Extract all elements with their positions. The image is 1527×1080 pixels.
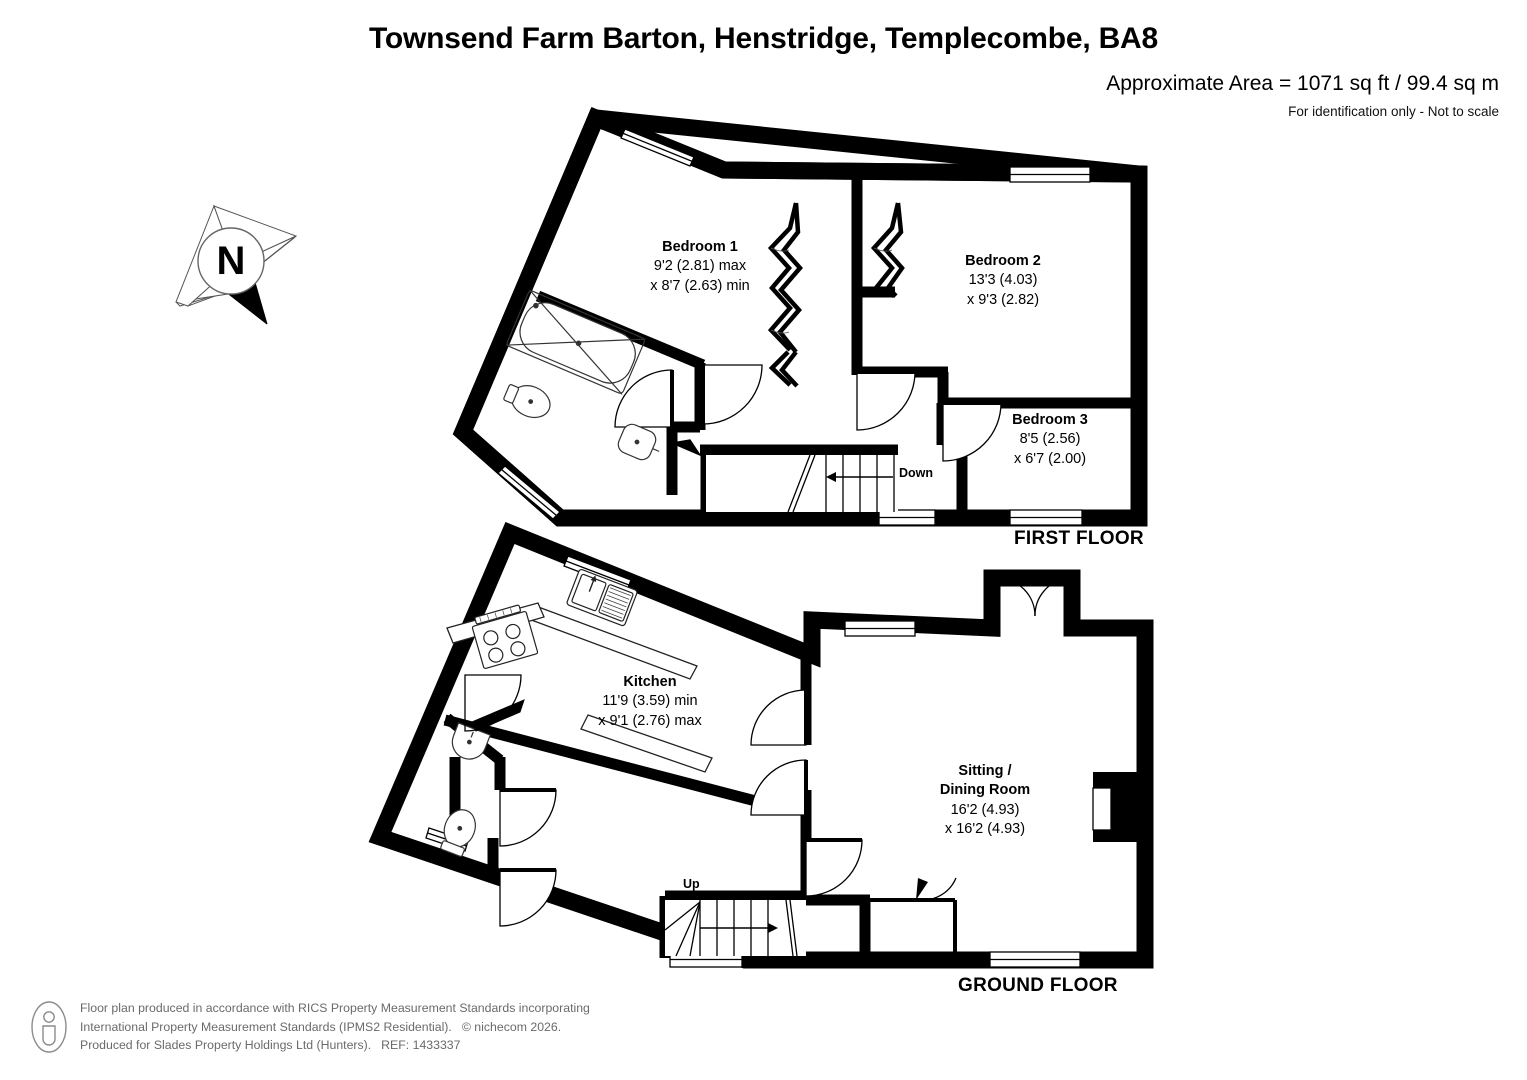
first-floor-wall-outline-angled bbox=[592, 110, 1140, 183]
room-dimension-2: x 16'2 (4.93) bbox=[944, 820, 1026, 837]
footer-line-2a: International Property Measurement Stand… bbox=[80, 1019, 452, 1034]
bathroom-fixtures-first-floor bbox=[503, 289, 660, 461]
room-dimension-1: 11'9 (3.59) min bbox=[602, 693, 698, 710]
room-label-bedroom-2: Bedroom 2 13'3 (4.03) x 9'3 (2.82) bbox=[928, 252, 1078, 310]
stair-direction-label-up: Up bbox=[683, 877, 700, 891]
room-dimension-2: x 9'1 (2.76) max bbox=[598, 712, 702, 729]
sink-icon bbox=[566, 568, 638, 627]
ground-floor-outline bbox=[368, 521, 1154, 969]
toilet-icon bbox=[503, 384, 551, 419]
room-name: Kitchen bbox=[623, 674, 677, 690]
fireplace-chimney-breast bbox=[1092, 772, 1137, 842]
first-floor-zigzag-partition-bedroom2 bbox=[870, 202, 905, 299]
cloakroom-basin-icon bbox=[451, 722, 492, 760]
footer-disclaimer-text: Floor plan produced in accordance with R… bbox=[80, 999, 590, 1055]
wc-fixtures-ground-floor bbox=[440, 722, 492, 857]
floor-caption-first: FIRST FLOOR bbox=[1014, 528, 1144, 549]
partition-hairlines bbox=[770, 247, 893, 334]
room-name: Bedroom 2 bbox=[965, 253, 1041, 269]
footer: Floor plan produced in accordance with R… bbox=[30, 999, 930, 1058]
stair-direction-label-down: Down bbox=[899, 466, 934, 480]
first-floor-door-leaves bbox=[670, 365, 1001, 427]
room-label-sitting-dining-room: Sitting / Dining Room 16'2 (4.93) x 16'2… bbox=[905, 762, 1065, 839]
first-floor-zigzag-partition-bedroom1-lower bbox=[768, 350, 799, 388]
bath-icon bbox=[506, 289, 646, 395]
cloakroom-toilet-icon bbox=[440, 809, 476, 857]
room-name-line-2: Dining Room bbox=[939, 782, 1031, 799]
room-dimension-2: x 9'3 (2.82) bbox=[966, 291, 1040, 308]
first-floor-staircase bbox=[706, 454, 898, 513]
room-dimension-1: 16'2 (4.93) bbox=[950, 801, 1020, 818]
footer-line-1: Floor plan produced in accordance with R… bbox=[80, 1001, 590, 1015]
footer-line-2: International Property Measurement Stand… bbox=[80, 1018, 590, 1037]
room-dimension-1: 9'2 (2.81) max bbox=[653, 258, 747, 275]
footer-line-3: Produced for Slades Property Holdings Lt… bbox=[80, 1036, 590, 1055]
kitchen-door-leaf bbox=[471, 699, 525, 732]
header: Townsend Farm Barton, Henstridge, Temple… bbox=[0, 0, 1527, 119]
room-label-kitchen: Kitchen 11'9 (3.59) min x 9'1 (2.76) max bbox=[580, 673, 720, 731]
kitchen-appliances bbox=[471, 568, 638, 669]
room-name: Bedroom 3 bbox=[1012, 412, 1088, 428]
compass-north-label: N bbox=[217, 239, 246, 283]
room-dimension-2: x 6'7 (2.00) bbox=[1013, 450, 1087, 467]
ground-floor-outer-walls bbox=[380, 533, 1145, 960]
room-label-bedroom-1: Bedroom 1 9'2 (2.81) max x 8'7 (2.63) mi… bbox=[620, 238, 780, 296]
room-label-bedroom-3: Bedroom 3 8'5 (2.56) x 6'7 (2.00) bbox=[975, 411, 1125, 469]
scale-disclaimer-text: For identification only - Not to scale bbox=[1288, 104, 1499, 119]
basin-icon bbox=[617, 423, 660, 461]
room-dimension-1: 8'5 (2.56) bbox=[1019, 431, 1081, 448]
room-name-line-1: Sitting / bbox=[958, 763, 1012, 779]
first-floor-door-swings bbox=[614, 364, 1002, 462]
approximate-area-text: Approximate Area = 1071 sq ft / 99.4 sq … bbox=[1106, 72, 1499, 95]
ground-floor-plan bbox=[368, 521, 1154, 969]
hob-icon bbox=[471, 604, 539, 669]
french-doors-sitting-room bbox=[996, 577, 1068, 617]
ground-floor-staircase bbox=[664, 899, 806, 957]
footer-reference: REF: 1433337 bbox=[381, 1038, 461, 1053]
info-person-icon bbox=[30, 1001, 68, 1058]
footer-copyright: © nichecom 2026. bbox=[461, 1019, 562, 1034]
room-name: Bedroom 1 bbox=[662, 239, 738, 255]
room-dimension-2: x 8'7 (2.63) min bbox=[650, 277, 750, 294]
floor-caption-ground: GROUND FLOOR bbox=[958, 975, 1118, 996]
compass-rose-icon: N bbox=[168, 198, 303, 333]
understair-cupboard bbox=[865, 877, 957, 958]
page-title: Townsend Farm Barton, Henstridge, Temple… bbox=[368, 22, 1158, 55]
footer-line-3a: Produced for Slades Property Holdings Lt… bbox=[80, 1038, 372, 1053]
room-dimension-1: 13'3 (4.03) bbox=[968, 272, 1038, 289]
